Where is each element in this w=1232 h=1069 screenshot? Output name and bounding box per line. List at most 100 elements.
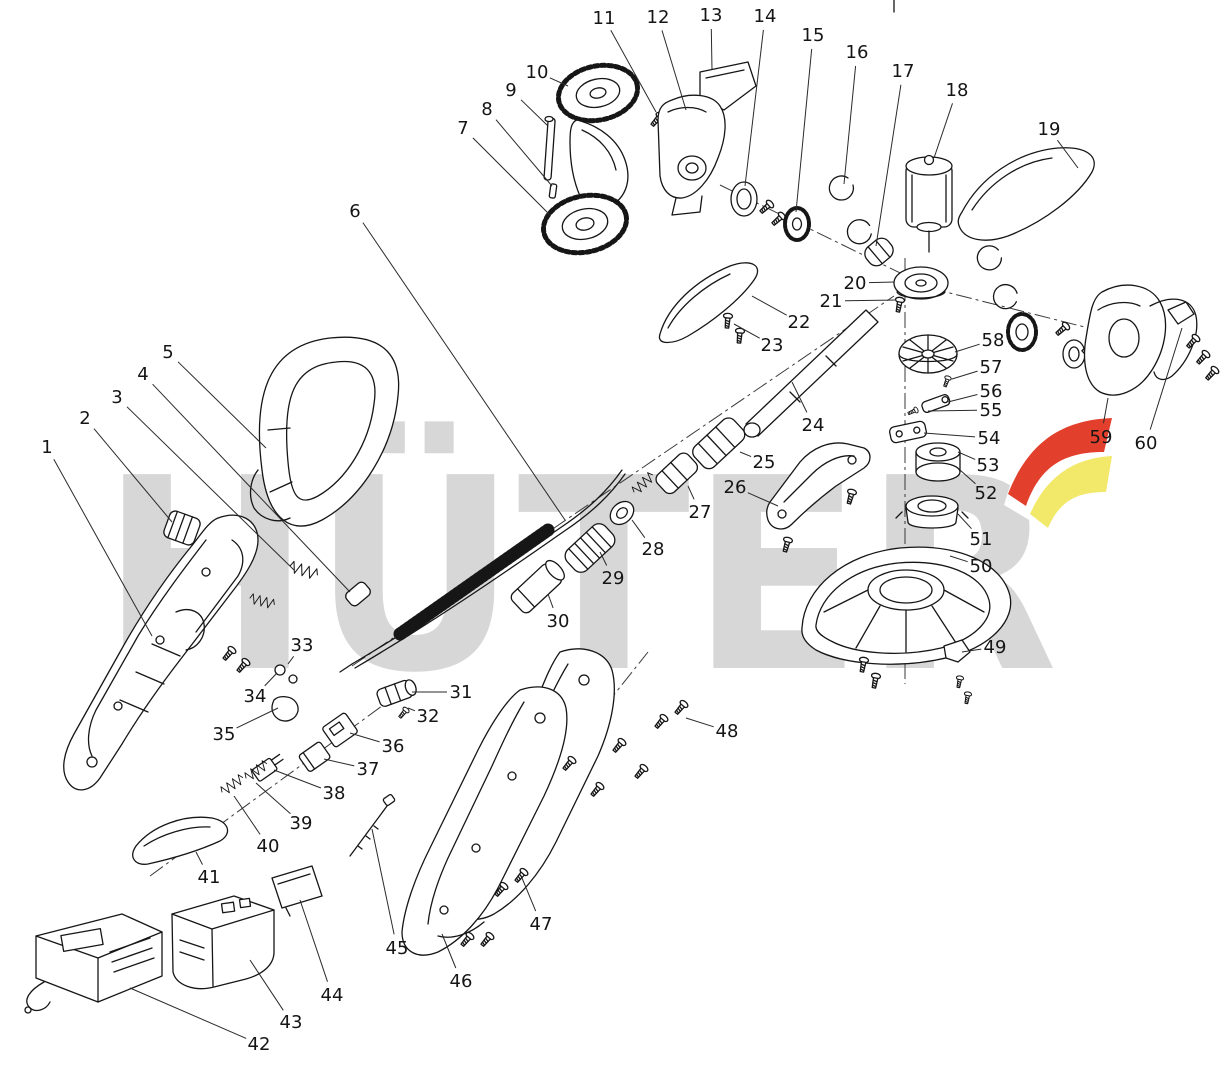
part-number-11: 11 <box>593 8 616 29</box>
leader-line-51 <box>957 513 972 530</box>
switch-parts-drawing <box>218 679 417 797</box>
leader-line-17 <box>875 84 902 247</box>
leader-line-12 <box>661 30 687 111</box>
part-number-51: 51 <box>970 529 993 550</box>
mount-plate-drawing <box>271 865 323 917</box>
part-number-55: 55 <box>980 400 1003 421</box>
leader-line-47 <box>521 877 537 912</box>
leader-line-36 <box>349 732 380 743</box>
leader-line-2 <box>93 428 173 523</box>
part-number-7: 7 <box>457 118 468 139</box>
brand-logo-swoosh <box>1004 414 1118 530</box>
leader-line-9 <box>520 99 549 127</box>
leader-line-34 <box>264 672 278 687</box>
parts-drawing <box>24 0 1221 1014</box>
part-number-56: 56 <box>980 381 1003 402</box>
leader-line-13 <box>710 28 713 71</box>
part-number-43: 43 <box>280 1012 303 1033</box>
leader-line-8 <box>495 119 553 187</box>
flex-shaft-drawing <box>339 469 626 673</box>
part-number-46: 46 <box>450 971 473 992</box>
part-number-36: 36 <box>382 736 405 757</box>
lower-housing-drawing <box>401 648 690 956</box>
leader-line-29 <box>599 551 608 566</box>
part-number-22: 22 <box>788 312 811 333</box>
leader-line-56 <box>947 394 978 403</box>
leader-line-53 <box>957 451 976 460</box>
part-number-15: 15 <box>802 25 825 46</box>
part-number-54: 54 <box>978 428 1001 449</box>
part-number-3: 3 <box>111 387 122 408</box>
cable-tie-drawing <box>349 793 396 857</box>
part-number-59: 59 <box>1090 427 1113 448</box>
leader-line-22 <box>751 295 787 316</box>
part-number-25: 25 <box>753 452 776 473</box>
part-number-60: 60 <box>1135 433 1158 454</box>
leader-line-35 <box>236 707 279 729</box>
leader-line-15 <box>795 48 813 213</box>
shaft-couplers-drawing <box>510 417 746 614</box>
leader-line-24 <box>791 381 808 413</box>
drive-washers-drawing <box>730 175 894 267</box>
part-number-13: 13 <box>700 5 723 26</box>
leader-line-16 <box>843 65 857 185</box>
leader-line-30 <box>547 593 554 609</box>
leader-line-18 <box>933 103 953 159</box>
part-number-26: 26 <box>724 477 747 498</box>
motor-housing-drawing <box>1083 284 1221 396</box>
part-number-32: 32 <box>417 706 440 727</box>
part-number-39: 39 <box>290 813 313 834</box>
leader-line-44 <box>299 899 328 982</box>
part-number-44: 44 <box>321 985 344 1006</box>
part-number-37: 37 <box>357 759 380 780</box>
wheel-assembly-drawing <box>541 62 641 256</box>
part-number-30: 30 <box>547 611 570 632</box>
leader-line-23 <box>733 323 760 339</box>
part-number-29: 29 <box>602 568 625 589</box>
battery-drawing <box>171 895 275 990</box>
part-number-23: 23 <box>761 335 784 356</box>
part-number-19: 19 <box>1038 119 1061 140</box>
logo-red-band <box>1008 418 1112 506</box>
upper-shaft-tube-drawing <box>743 309 879 438</box>
motor-drawing <box>905 154 953 253</box>
part-number-10: 10 <box>526 62 549 83</box>
cover-plate-drawing <box>957 147 1095 241</box>
part-number-9: 9 <box>505 80 516 101</box>
leader-line-57 <box>951 370 978 380</box>
part-number-35: 35 <box>213 724 236 745</box>
wheel-bracket-drawing <box>648 61 757 216</box>
leader-line-60 <box>1149 327 1183 430</box>
part-number-14: 14 <box>754 6 777 27</box>
leader-line-39 <box>255 782 291 815</box>
leader-line-37 <box>323 758 355 767</box>
part-number-34: 34 <box>244 686 267 707</box>
leader-line-14 <box>744 29 764 187</box>
part-number-48: 48 <box>716 721 739 742</box>
leader-line-43 <box>249 959 284 1011</box>
leader-line-52 <box>959 469 976 485</box>
leader-line-25 <box>739 451 752 458</box>
part-number-21: 21 <box>820 291 843 312</box>
part-number-33: 33 <box>291 635 314 656</box>
leader-line-58 <box>954 343 980 353</box>
leader-line-50 <box>949 555 968 563</box>
part-number-24: 24 <box>802 415 825 436</box>
part-number-12: 12 <box>647 7 670 28</box>
part-number-27: 27 <box>689 502 712 523</box>
shaft-grip-drawing <box>658 262 759 344</box>
part-number-38: 38 <box>323 783 346 804</box>
charger-drawing <box>24 913 163 1014</box>
loop-handle-drawing <box>163 336 400 607</box>
part-number-17: 17 <box>892 61 915 82</box>
leader-line-1 <box>53 458 153 637</box>
part-number-53: 53 <box>977 455 1000 476</box>
part-number-1: 1 <box>41 437 52 458</box>
leader-line-55 <box>927 409 978 412</box>
part-number-50: 50 <box>970 556 993 577</box>
leader-line-26 <box>747 492 779 507</box>
part-number-5: 5 <box>162 342 173 363</box>
leader-line-49 <box>961 648 982 653</box>
